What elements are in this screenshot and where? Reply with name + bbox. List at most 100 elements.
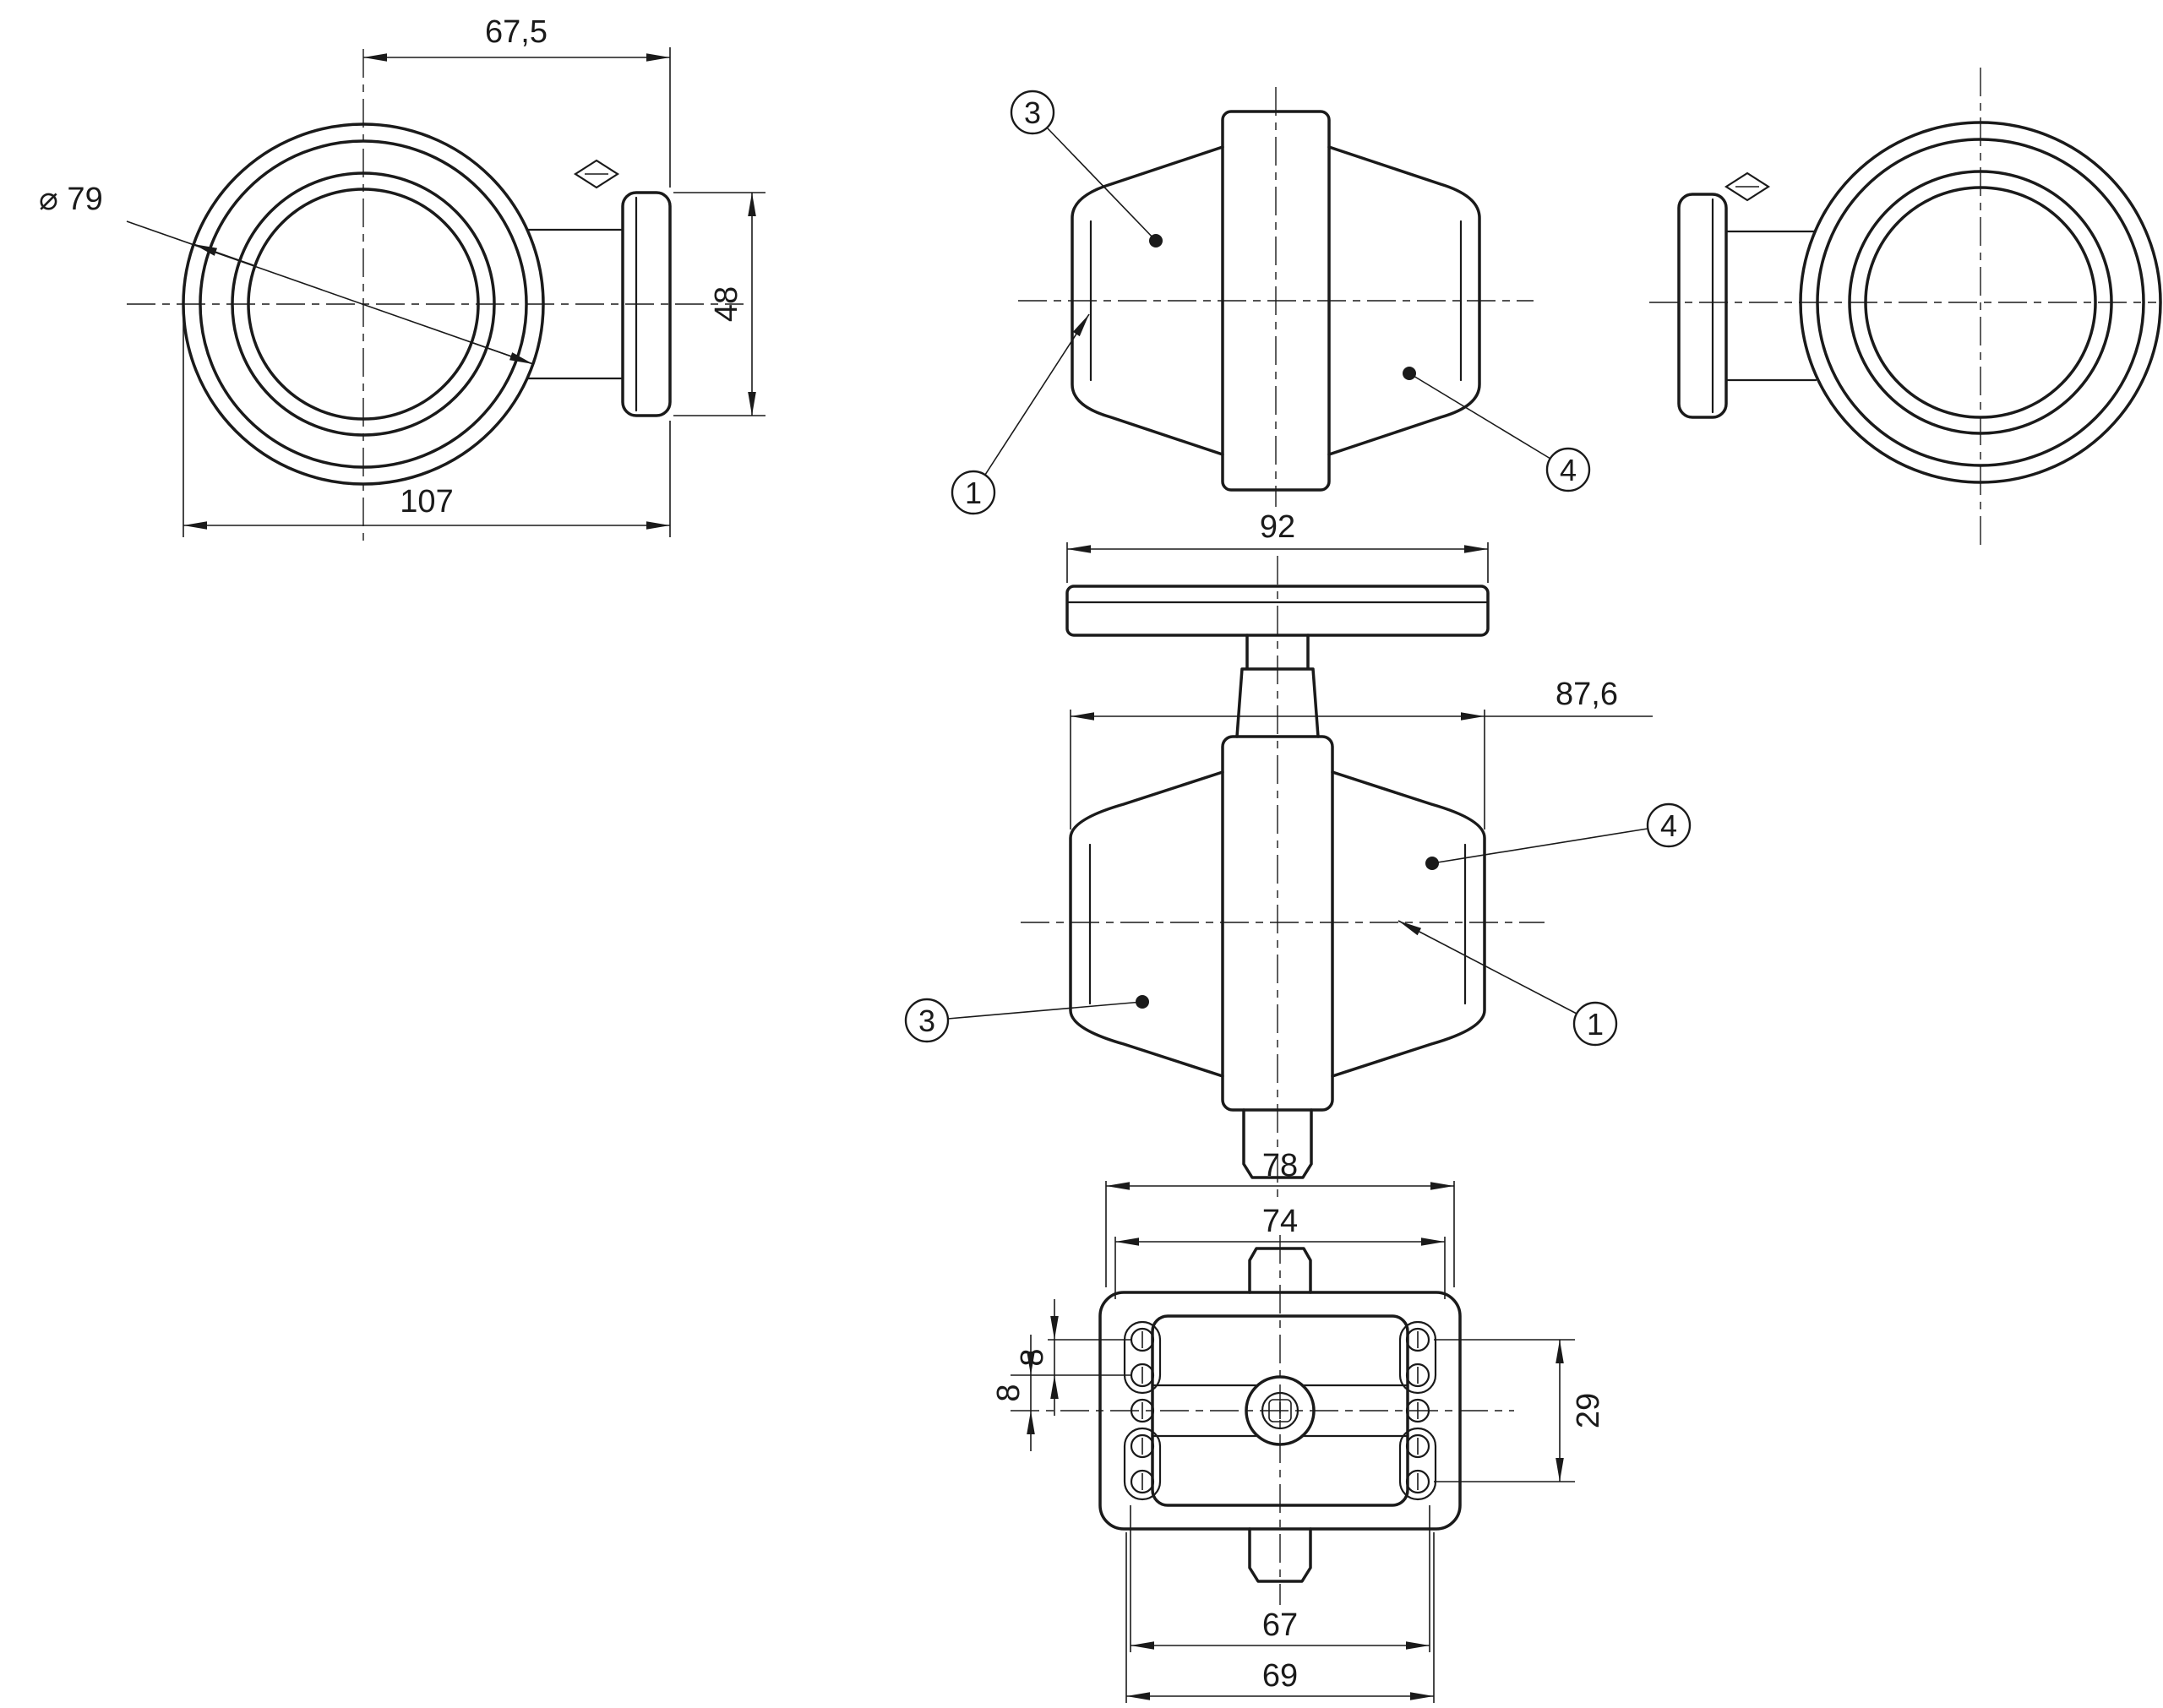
dim-text-78: 78 <box>1262 1148 1298 1183</box>
view-front-left: 67,5 ⌀ 79 48 107 <box>39 14 765 547</box>
diameter-arrow-lower <box>472 342 534 365</box>
screw-hole <box>1130 1469 1155 1494</box>
view-top: 92 87,6 4 1 3 <box>904 509 1692 1199</box>
callout-1-balloon <box>1572 1001 1618 1047</box>
bracket-details <box>526 196 638 412</box>
callout-3-dot <box>1149 234 1163 247</box>
slot-bottom-left <box>1123 1427 1162 1501</box>
logo-diamond <box>1724 171 1771 202</box>
screw-hole <box>1405 1398 1430 1423</box>
screw-hole-slots <box>1141 1331 1419 1490</box>
callout-3-dot <box>1136 995 1149 1009</box>
lamp-bezel-ring <box>231 171 496 437</box>
callout-3-balloon <box>904 998 950 1043</box>
callout-1: 1 <box>951 313 1090 515</box>
dim-text-48: 48 <box>709 286 744 322</box>
extension-lines <box>1066 542 1653 830</box>
callout-1-leader <box>984 313 1090 476</box>
slot-top-left <box>1123 1320 1162 1395</box>
slot-top-right <box>1398 1320 1437 1395</box>
callout-4: 4 <box>1403 367 1591 492</box>
lamp-outer-rim <box>182 122 545 486</box>
screw-hole <box>1405 1469 1430 1494</box>
brand-logo-icon <box>1724 171 1771 202</box>
lens-face-lines <box>1089 220 1463 382</box>
view-front-right <box>1649 68 2162 545</box>
callout-3-leader <box>1046 127 1157 242</box>
mounting-bracket <box>621 191 672 417</box>
callout-1-number: 1 <box>1587 1007 1604 1042</box>
body-center-band <box>1221 735 1334 1112</box>
centerlines <box>127 49 744 547</box>
body-center-band <box>1221 110 1331 492</box>
callout-3-number: 3 <box>918 1004 935 1038</box>
callout-4-dot <box>1403 367 1416 380</box>
body-left-frustum <box>1069 770 1224 1078</box>
logo-diamond <box>573 159 620 189</box>
centerlines <box>1021 556 1545 1199</box>
callout-3: 3 <box>904 995 1149 1043</box>
dim-text-29: 29 <box>1571 1393 1606 1428</box>
view-side: 3 1 4 <box>951 87 1591 515</box>
view-bottom-base: 78 74 8 8 29 67 69 <box>991 1148 1606 1703</box>
callout-4-balloon <box>1646 802 1692 848</box>
dim-text-67: 67 <box>1262 1607 1298 1643</box>
extension-lines <box>183 47 765 537</box>
lamp-bezel-ring <box>1848 170 2113 435</box>
dim-text-107: 107 <box>400 484 453 519</box>
slot-bottom-right <box>1398 1427 1437 1501</box>
bracket-details <box>1711 198 1817 414</box>
body-right-frustum <box>1331 770 1486 1078</box>
screw-hole <box>1405 1433 1430 1459</box>
lamp-lens <box>1864 186 2097 419</box>
callout-1: 1 <box>1398 920 1618 1047</box>
dim-text-69: 69 <box>1262 1658 1298 1694</box>
callout-1-number: 1 <box>965 476 982 510</box>
screw-hole <box>1405 1327 1430 1352</box>
centerlines <box>1018 87 1534 507</box>
centerlines <box>1649 68 2156 545</box>
mounting-plate <box>1065 585 1490 637</box>
callout-3: 3 <box>1010 90 1163 247</box>
brand-logo-icon <box>573 159 620 189</box>
base-channel-lines <box>1151 1384 1409 1438</box>
callout-1-balloon <box>951 470 996 515</box>
screw-hole <box>1405 1363 1430 1388</box>
lamp-lens <box>247 188 480 421</box>
base-outer-housing <box>1098 1291 1462 1531</box>
dim-text-lens-diameter: ⌀ 79 <box>39 182 103 217</box>
dim-text-8a: 8 <box>1015 1348 1050 1366</box>
callout-4: 4 <box>1425 802 1692 870</box>
mounting-bracket <box>1677 193 1728 419</box>
callout-4-number: 4 <box>1560 453 1577 487</box>
callout-4-balloon <box>1545 447 1591 492</box>
stem-top <box>1248 1247 1312 1294</box>
center-screw <box>1261 1391 1299 1430</box>
lamp-outer-rim <box>1799 121 2162 484</box>
center-screw-drive <box>1268 1399 1292 1422</box>
dim-text-8b: 8 <box>991 1384 1027 1401</box>
stem-upper <box>1235 634 1320 738</box>
screw-hole <box>1130 1398 1155 1423</box>
diameter-arrow-upper <box>193 243 254 266</box>
callout-4-leader <box>1431 828 1648 864</box>
callout-1-leader <box>1398 920 1577 1014</box>
body-left-frustum <box>1071 145 1224 456</box>
callout-4-number: 4 <box>1660 808 1677 843</box>
screw-hole <box>1130 1433 1155 1459</box>
callout-3-leader <box>947 1001 1143 1020</box>
extension-lines <box>1011 1181 1575 1703</box>
lens-face-lines <box>1088 843 1467 1005</box>
callout-3-number: 3 <box>1024 95 1041 130</box>
callout-4-leader <box>1408 373 1551 460</box>
lamp-rubber-ring <box>199 139 528 469</box>
body-right-frustum <box>1327 145 1481 456</box>
dim-text-92: 92 <box>1260 509 1295 545</box>
stem-lower <box>1242 1108 1313 1179</box>
centerlines <box>1011 1235 1514 1605</box>
dim-text-67-5: 67,5 <box>485 14 548 50</box>
lamp-rubber-ring <box>1816 138 2145 467</box>
callout-3-balloon <box>1010 90 1055 135</box>
